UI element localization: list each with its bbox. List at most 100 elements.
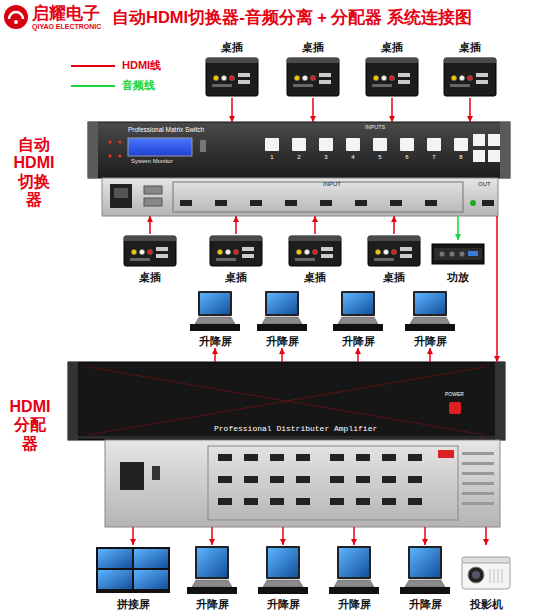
input-button: [319, 138, 333, 151]
hdmi-port: [180, 200, 192, 206]
audio-cable: [457, 216, 459, 240]
hdmi-port: [218, 454, 232, 461]
hdmi-port: [330, 454, 344, 461]
projector-vent: [498, 569, 499, 583]
port-label: INPUT: [323, 181, 341, 187]
wall-panel: [134, 570, 168, 589]
device-label: 升降屏: [252, 597, 314, 611]
rca-jack: [147, 249, 152, 254]
power-switch: [152, 466, 160, 480]
lift-base: [258, 587, 308, 594]
projector: 投影机: [456, 545, 516, 611]
rca-jack: [131, 249, 136, 254]
rack-ear: [68, 362, 78, 440]
desk-socket-art: [210, 236, 262, 266]
screen-display: [343, 293, 373, 314]
amplifier: 功放: [430, 240, 486, 284]
hdmi-cable: [429, 348, 431, 362]
hdmi-port: [425, 200, 437, 206]
screen-frame: [337, 546, 371, 579]
lift-base: [329, 587, 379, 594]
amp-knob: [460, 252, 465, 257]
spec-plate: [462, 502, 494, 505]
wall-panel: [98, 570, 132, 589]
hdmi-port: [319, 80, 331, 84]
socket-body: [289, 236, 341, 266]
logo-dot: [14, 20, 18, 24]
hdmi-port: [270, 454, 284, 461]
device-label: 升降屏: [251, 334, 313, 348]
logo-circle: [4, 5, 28, 29]
hdmi-cable: [424, 527, 426, 545]
desk-socket-art: [366, 58, 418, 96]
socket-lid: [368, 236, 420, 241]
input-button: [400, 138, 414, 151]
socket-body: [368, 236, 420, 266]
hdmi-port: [321, 254, 333, 258]
keyboard: [334, 580, 374, 587]
input-button: [292, 138, 306, 151]
hdmi-cable: [132, 527, 134, 545]
rca-jack: [389, 75, 394, 80]
device-label: 拼接屏: [94, 597, 172, 611]
keyboard: [338, 317, 378, 324]
serial-port: [144, 198, 162, 206]
device-label: 桌插: [202, 40, 262, 54]
hdmi-port: [408, 498, 422, 505]
hdmi-cable: [231, 98, 233, 122]
desk-socket-art: [368, 236, 420, 266]
rca-jack: [310, 75, 315, 80]
hdmi-cable: [393, 216, 395, 234]
hdmi-port: [238, 73, 250, 77]
device-label: 升降屏: [181, 597, 243, 611]
hdmi-port: [215, 200, 227, 206]
company-name: 启耀电子: [32, 5, 100, 22]
hdmi-port: [244, 498, 258, 505]
spec-plate: [462, 462, 494, 465]
input-button: [373, 138, 387, 151]
rca-jack: [391, 249, 396, 254]
device-label: 桌插: [206, 270, 266, 284]
hdmi-port: [356, 498, 370, 505]
spec-plate: [462, 492, 494, 495]
status-led: [119, 141, 122, 144]
power-inlet: [120, 462, 144, 490]
projector-vent: [502, 569, 503, 583]
hdmi-port: [321, 247, 333, 251]
rca-jack: [217, 249, 222, 254]
panel-decor: [88, 367, 485, 435]
hdmi-port: [244, 476, 258, 483]
projector-lens: [468, 567, 484, 583]
keyboard: [410, 317, 450, 324]
spec-plate: [462, 482, 494, 485]
hdmi-port: [296, 476, 310, 483]
lift-screen: 升降屏: [394, 545, 456, 611]
amp-front: [434, 248, 482, 260]
hdmi-port: [296, 454, 310, 461]
hdmi-distributor-art: [68, 362, 505, 527]
control-button: [488, 150, 500, 162]
hdmi-port: [330, 476, 344, 483]
hdmi-port: [156, 254, 168, 258]
projector-top: [462, 557, 510, 563]
rca-jack: [229, 75, 234, 80]
rca-jack: [294, 75, 299, 80]
projector-art: [462, 557, 510, 589]
rca-jack: [467, 75, 472, 80]
lift-screen-art: [329, 546, 379, 594]
lift-base: [333, 324, 383, 331]
lift-base: [400, 587, 450, 594]
input-button: [265, 138, 279, 151]
socket-lid: [366, 58, 418, 63]
hdmi-port: [238, 80, 250, 84]
hdmi-cable: [391, 98, 393, 122]
input-button: [427, 138, 441, 151]
device-label: 功放: [430, 270, 486, 284]
rca-jack: [451, 75, 456, 80]
hdmi-port: [296, 498, 310, 505]
keyboard: [195, 317, 235, 324]
button-number: 7: [432, 154, 435, 160]
lift-base: [257, 324, 307, 331]
